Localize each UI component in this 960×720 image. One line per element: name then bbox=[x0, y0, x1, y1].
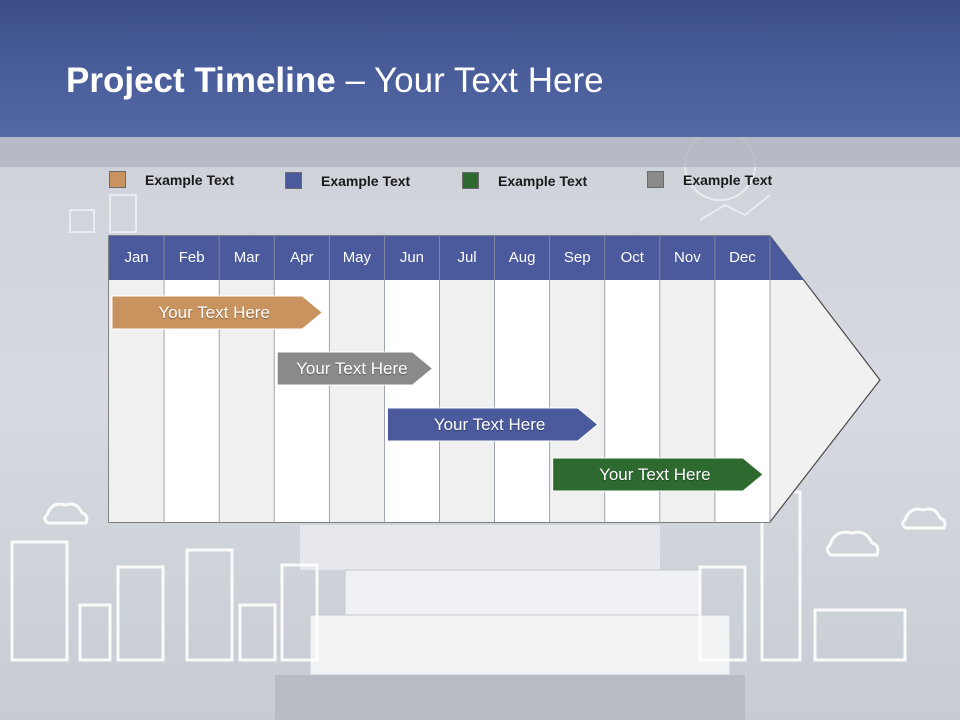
task-label: Your Text Here bbox=[433, 415, 546, 434]
books-illustration bbox=[275, 525, 745, 720]
task-label: Your Text Here bbox=[296, 359, 408, 378]
month-label-sep: Sep bbox=[563, 249, 591, 266]
legend-label: Example Text bbox=[498, 172, 588, 189]
legend-label: Example Text bbox=[321, 172, 411, 189]
month-column bbox=[439, 280, 495, 522]
legend-label: Example Text bbox=[145, 171, 235, 188]
month-label-jul: Jul bbox=[457, 249, 477, 266]
slide-title-bold: Project Timeline bbox=[66, 61, 336, 100]
month-label-jun: Jun bbox=[399, 249, 425, 266]
title-bar bbox=[0, 0, 960, 137]
slide-title-rest: – Your Text Here bbox=[335, 61, 604, 100]
month-column bbox=[494, 280, 550, 522]
month-column bbox=[329, 280, 385, 522]
legend-item: Example Text bbox=[285, 172, 410, 189]
month-label-may: May bbox=[342, 249, 372, 266]
task-label: Your Text Here bbox=[158, 303, 270, 322]
legend-label: Example Text bbox=[683, 171, 773, 188]
legend-swatch bbox=[462, 172, 479, 189]
month-label-dec: Dec bbox=[729, 249, 756, 266]
month-label-jan: Jan bbox=[124, 249, 149, 266]
legend-item: Example Text bbox=[109, 171, 234, 188]
header-strip bbox=[0, 137, 960, 167]
legend-swatch bbox=[285, 172, 302, 189]
month-label-nov: Nov bbox=[674, 249, 701, 266]
legend-swatch bbox=[647, 171, 664, 188]
task-bar[interactable] bbox=[111, 295, 324, 330]
month-label-aug: Aug bbox=[508, 249, 536, 266]
legend-item: Example Text bbox=[462, 172, 587, 189]
month-label-mar: Mar bbox=[233, 249, 260, 266]
task-label: Your Text Here bbox=[599, 465, 711, 484]
slide-title: Project Timeline – Your Text Here bbox=[66, 60, 604, 102]
task-bar[interactable] bbox=[386, 407, 599, 442]
legend-swatch bbox=[109, 171, 126, 188]
month-label-apr: Apr bbox=[290, 249, 314, 266]
month-label-feb: Feb bbox=[178, 249, 205, 266]
task-bar[interactable] bbox=[276, 351, 434, 386]
legend-item: Example Text bbox=[647, 171, 772, 188]
month-label-oct: Oct bbox=[620, 249, 644, 266]
month-header-band bbox=[109, 236, 804, 280]
task-bar[interactable] bbox=[552, 457, 764, 492]
month-column bbox=[384, 280, 440, 522]
